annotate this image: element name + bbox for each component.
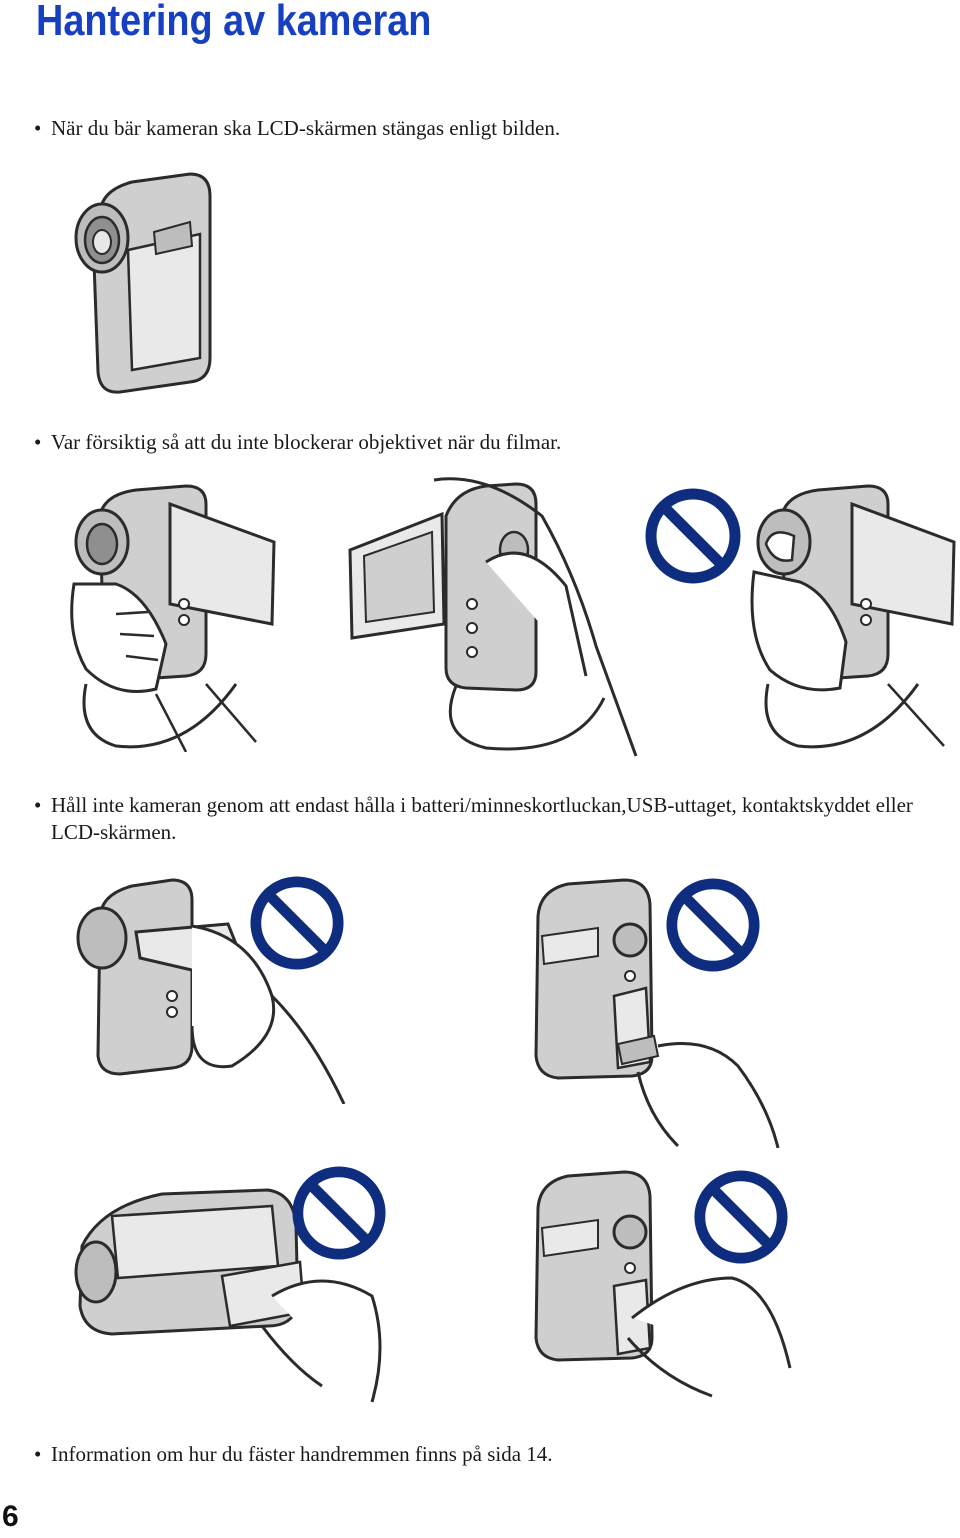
prohibited-icon [248, 874, 346, 972]
page-number: 6 [2, 1500, 19, 1533]
prohibited-icon [643, 486, 743, 586]
bullet-text: Håll inte kameran genom att endast hålla… [51, 793, 913, 844]
bullet-dot: • [34, 116, 42, 140]
camera-held-by-cover-illustration [72, 1186, 388, 1406]
hand-camera-icon [76, 878, 346, 1104]
bullet-dot: • [34, 1442, 42, 1466]
bullet-strap-info: • Information om hur du fäster handremme… [34, 1441, 553, 1468]
hand-camera-icon [750, 484, 956, 749]
bullet-do-not-hold: • Håll inte kameran genom att endast hål… [34, 792, 934, 846]
prohibited-icon [692, 1168, 790, 1266]
bullet-dot: • [34, 793, 42, 817]
camera-held-correct-front-illustration [66, 484, 276, 752]
bullet-text: När du bär kameran ska LCD-skärmen stäng… [51, 116, 561, 140]
camera-closed-illustration [72, 172, 220, 394]
hand-camera-icon [534, 1170, 792, 1398]
prohibited-icon [290, 1164, 388, 1262]
hand-camera-icon [534, 878, 780, 1148]
bullet-text: Var försiktig så att du inte blockerar o… [51, 430, 562, 454]
bullet-dot: • [34, 430, 42, 454]
hand-camera-icon [74, 1188, 382, 1403]
bullet-lens-caution: • Var försiktig så att du inte blockerar… [34, 429, 561, 456]
page-title: Hantering av kameran [36, 0, 432, 45]
camera-held-by-usb-illustration [528, 876, 800, 1148]
camera-lens-blocked-illustration [748, 484, 956, 752]
camera-icon [74, 172, 212, 394]
hand-camera-icon [348, 477, 638, 757]
camera-held-correct-back-illustration [346, 476, 642, 758]
camera-held-by-lcd-illustration [72, 876, 348, 1104]
bullet-text: Information om hur du fäster handremmen … [51, 1442, 553, 1466]
hand-camera-icon [70, 484, 276, 752]
camera-held-by-battery-door-illustration [532, 1168, 794, 1400]
bullet-carry-closed: • När du bär kameran ska LCD-skärmen stä… [34, 115, 560, 142]
prohibited-icon [664, 876, 762, 974]
